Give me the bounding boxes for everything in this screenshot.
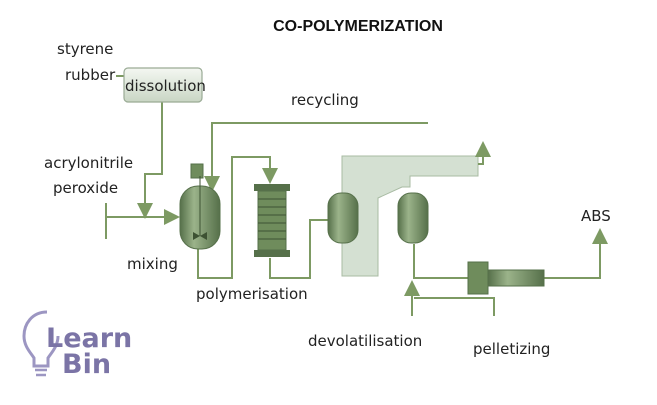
logo-text-learn: Learn xyxy=(46,323,132,354)
label-styrene: styrene xyxy=(57,40,113,58)
label-abs: ABS xyxy=(581,207,611,225)
label-pelletizing: pelletizing xyxy=(473,340,550,358)
lightbulb-icon xyxy=(22,310,60,377)
label-devolatilisation: devolatilisation xyxy=(308,332,422,350)
label-dissolution: dissolution xyxy=(125,77,206,95)
label-acrylonitrile: acrylonitrile xyxy=(44,154,133,172)
logo-text-bin: Bin xyxy=(62,349,111,380)
devolatilisation-tank xyxy=(341,155,479,277)
pipes xyxy=(105,75,608,316)
learnbin-logo: Learn Bin xyxy=(22,310,132,380)
label-recycling: recycling xyxy=(291,91,359,109)
label-polymerisation: polymerisation xyxy=(196,285,308,303)
pelletizer-extruder xyxy=(467,261,545,295)
mixing-vessel xyxy=(179,163,221,250)
polymerisation-column xyxy=(254,184,290,257)
diagram-title: CO-POLYMERIZATION xyxy=(273,18,443,35)
devolatilisation-vessel-1 xyxy=(327,192,359,244)
label-mixing: mixing xyxy=(127,255,178,273)
dissolution-box xyxy=(123,67,203,103)
label-peroxide: peroxide xyxy=(53,179,118,197)
devolatilisation-vessel-2 xyxy=(397,192,429,244)
label-rubber: rubber xyxy=(65,66,116,84)
